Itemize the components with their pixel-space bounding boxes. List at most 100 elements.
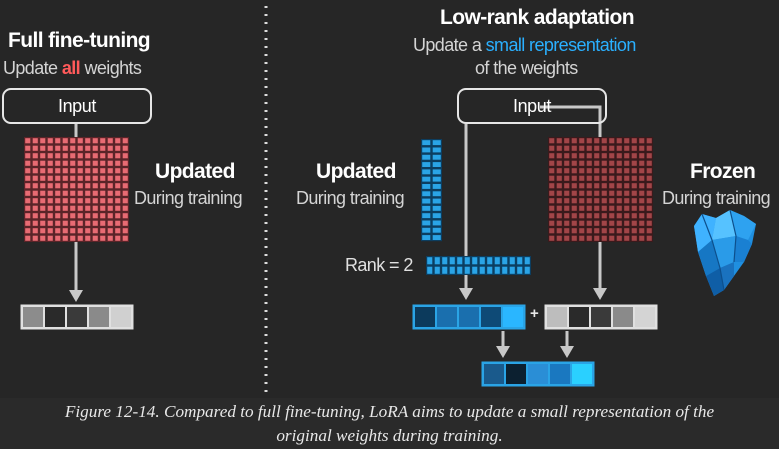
matrix-cell — [40, 190, 46, 196]
matrix-cell — [107, 175, 113, 181]
matrix-cell — [442, 266, 448, 274]
matrix-cell — [115, 175, 121, 181]
vector-cell — [503, 307, 523, 327]
left-arrow-head — [69, 290, 83, 302]
matrix-cell — [631, 138, 637, 144]
matrix-cell — [571, 213, 577, 219]
matrix-cell — [579, 145, 585, 151]
matrix-cell — [115, 220, 121, 226]
matrix-cell — [115, 228, 121, 234]
matrix-cell — [586, 190, 592, 196]
vector-cell — [45, 307, 65, 327]
matrix-cell — [601, 153, 607, 159]
vector-cell — [437, 307, 457, 327]
right-input-box: Input — [457, 88, 607, 124]
matrix-cell — [107, 168, 113, 174]
matrix-cell — [70, 153, 76, 159]
matrix-cell — [564, 183, 570, 189]
matrix-cell — [432, 213, 441, 219]
matrix-cell — [70, 138, 76, 144]
vector-cell — [506, 364, 526, 384]
matrix-cell — [464, 266, 470, 274]
matrix-cell — [594, 160, 600, 166]
matrix-cell — [432, 169, 441, 175]
matrix-cell — [616, 153, 622, 159]
matrix-cell — [639, 213, 645, 219]
left-during-training-label: During training — [134, 188, 243, 208]
matrix-cell — [457, 257, 463, 265]
vector-cell — [89, 307, 109, 327]
matrix-cell — [85, 145, 91, 151]
matrix-cell — [115, 168, 121, 174]
matrix-cell — [25, 160, 31, 166]
matrix-cell — [601, 228, 607, 234]
matrix-cell — [25, 168, 31, 174]
matrix-cell — [70, 160, 76, 166]
matrix-cell — [549, 145, 555, 151]
matrix-cell — [25, 153, 31, 159]
matrix-cell — [624, 138, 630, 144]
matrix-cell — [422, 162, 431, 167]
matrix-cell — [77, 213, 83, 219]
matrix-cell — [579, 205, 585, 211]
matrix-cell — [579, 198, 585, 204]
matrix-cell — [77, 145, 83, 151]
left-input-box: Input — [2, 88, 152, 124]
matrix-cell — [85, 228, 91, 234]
matrix-cell — [549, 198, 555, 204]
matrix-cell — [55, 145, 61, 151]
matrix-cell — [479, 257, 485, 265]
matrix-cell — [479, 266, 485, 274]
matrix-cell — [624, 168, 630, 174]
matrix-cell — [100, 138, 106, 144]
matrix-cell — [549, 228, 555, 234]
matrix-cell — [579, 138, 585, 144]
matrix-cell — [55, 228, 61, 234]
matrix-cell — [47, 183, 53, 189]
matrix-cell — [47, 205, 53, 211]
matrix-cell — [100, 183, 106, 189]
matrix-cell — [115, 160, 121, 166]
matrix-cell — [564, 198, 570, 204]
matrix-cell — [427, 266, 433, 274]
matrix-cell — [639, 145, 645, 151]
frozen-input-arrow-head — [593, 288, 607, 300]
matrix-cell — [100, 168, 106, 174]
matrix-cell — [47, 190, 53, 196]
matrix-cell — [571, 175, 577, 181]
matrix-cell — [115, 145, 121, 151]
matrix-cell — [40, 228, 46, 234]
diagram-graphics — [20, 6, 756, 392]
lora-to-sum-arrow-head — [496, 346, 510, 358]
matrix-cell — [100, 153, 106, 159]
matrix-cell — [92, 228, 98, 234]
matrix-cell — [609, 190, 615, 196]
matrix-cell — [92, 183, 98, 189]
matrix-cell — [62, 213, 68, 219]
matrix-cell — [70, 235, 76, 241]
matrix-cell — [556, 235, 562, 241]
matrix-cell — [92, 168, 98, 174]
matrix-cell — [646, 138, 652, 144]
subtitle-text: weights — [80, 58, 142, 78]
matrix-cell — [422, 198, 431, 204]
matrix-cell — [564, 175, 570, 181]
subtitle-highlight: small representation — [485, 35, 637, 55]
lora-subtitle-line2: of the weights — [475, 58, 578, 78]
matrix-cell — [556, 205, 562, 211]
matrix-cell — [62, 168, 68, 174]
matrix-cell — [579, 228, 585, 234]
matrix-cell — [25, 190, 31, 196]
matrix-cell — [115, 213, 121, 219]
matrix-cell — [100, 220, 106, 226]
matrix-cell — [556, 220, 562, 226]
full-finetuning-title: Full fine-tuning — [8, 29, 151, 52]
matrix-cell — [92, 205, 98, 211]
matrix-cell — [586, 228, 592, 234]
matrix-cell — [107, 205, 113, 211]
matrix-cell — [107, 183, 113, 189]
matrix-cell — [70, 145, 76, 151]
vector-cell — [459, 307, 479, 327]
matrix-cell — [115, 198, 121, 204]
matrix-cell — [631, 220, 637, 226]
